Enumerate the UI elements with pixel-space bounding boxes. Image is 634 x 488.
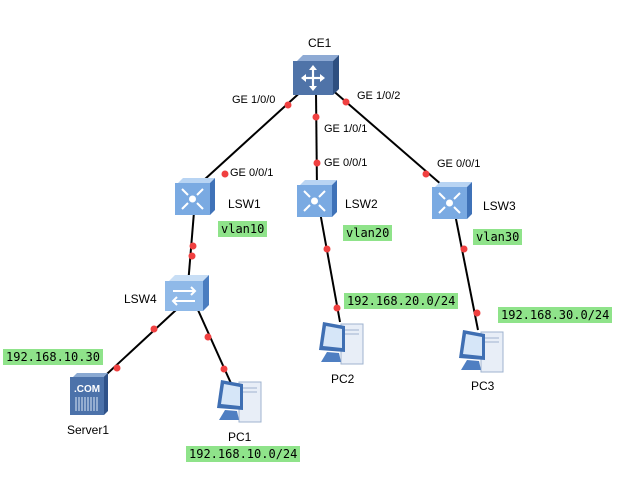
device-pc1[interactable] (213, 376, 265, 426)
l3-switch-icon (432, 182, 472, 219)
device-lsw2[interactable] (297, 180, 337, 218)
note-lsw3-vlan: vlan30 (473, 229, 523, 245)
port-dot (204, 333, 212, 341)
port-dot (323, 245, 331, 253)
link-lsw2-pc2[interactable] (319, 211, 341, 323)
note-pc1-net: 192.168.10.0/24 (186, 446, 301, 462)
port-dot (150, 325, 158, 333)
device-lsw4[interactable] (165, 275, 209, 313)
l3-switch-icon (297, 180, 337, 217)
link-lsw4-server1[interactable] (94, 309, 177, 386)
device-label-lsw2: LSW2 (345, 197, 378, 211)
device-label-ce1: CE1 (308, 36, 332, 50)
link-lsw3-pc3[interactable] (454, 213, 479, 331)
svg-text:.COM: .COM (74, 384, 100, 395)
device-label-pc1: PC1 (228, 430, 252, 444)
port-dot (220, 365, 228, 373)
port-label-lsw2-ge001: GE 0/0/1 (324, 157, 368, 169)
device-label-lsw3: LSW3 (483, 199, 516, 213)
device-label-lsw1: LSW1 (228, 197, 261, 211)
device-label-lsw4: LSW4 (124, 292, 157, 306)
port-dot (460, 245, 468, 253)
port-label-ce1-ge101: GE 1/0/1 (324, 123, 368, 135)
link-ce1-lsw3[interactable] (329, 87, 451, 193)
port-dot (333, 304, 341, 312)
port-dot (473, 309, 481, 317)
server-icon: .COM (70, 373, 108, 415)
port-dot (221, 170, 229, 178)
port-dot (312, 113, 320, 121)
router-icon (293, 55, 339, 95)
port-dot (113, 364, 121, 372)
device-pc3[interactable] (455, 326, 507, 376)
note-pc2-net: 192.168.20.0/24 (344, 293, 459, 309)
device-label-pc2: PC2 (331, 372, 355, 386)
port-label-ce1-ge102: GE 1/0/2 (357, 90, 401, 102)
link-ce1-lsw2[interactable] (315, 91, 318, 191)
l2-switch-icon (165, 275, 209, 311)
port-dot (284, 101, 292, 109)
note-server1-ip: 192.168.10.30 (3, 349, 103, 365)
port-dot (313, 159, 321, 167)
port-dot (422, 170, 430, 178)
device-label-pc3: PC3 (471, 379, 495, 393)
port-dot (188, 252, 196, 260)
device-lsw3[interactable] (432, 182, 472, 220)
device-server1[interactable]: .COM (70, 373, 108, 415)
device-label-server1: Server1 (67, 423, 110, 437)
port-label-ce1-ge100: GE 1/0/0 (232, 94, 276, 106)
device-lsw1[interactable] (175, 178, 215, 216)
port-dot (342, 98, 350, 106)
port-label-lsw1-ge001: GE 0/0/1 (230, 167, 274, 179)
link-lsw4-pc1[interactable] (197, 309, 235, 391)
note-pc3-net: 192.168.30.0/24 (498, 307, 613, 323)
pc-icon (217, 380, 262, 423)
port-dot (189, 242, 197, 250)
pc-icon (319, 322, 364, 365)
pc-icon (459, 330, 504, 373)
port-label-lsw3-ge001: GE 0/0/1 (437, 158, 481, 170)
note-lsw2-vlan: vlan20 (343, 225, 393, 241)
note-lsw1-vlan: vlan10 (218, 221, 268, 237)
device-pc2[interactable] (315, 318, 367, 368)
device-ce1[interactable] (293, 55, 339, 97)
l3-switch-icon (175, 178, 215, 215)
